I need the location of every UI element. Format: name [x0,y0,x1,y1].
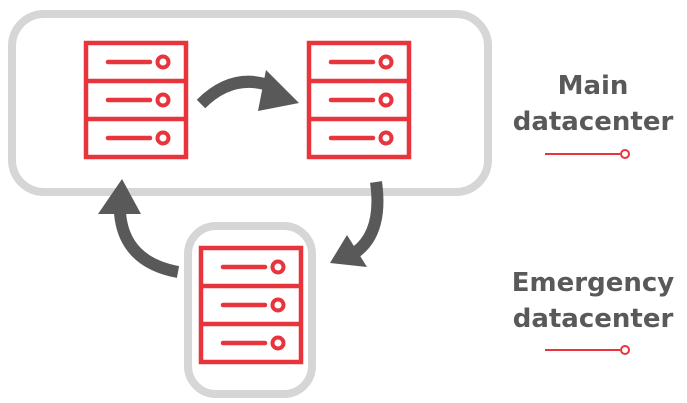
legend-main-line1: Main [557,71,629,101]
legend-main-line2: datacenter [512,107,674,137]
server-rack-icon-emergency [201,248,301,362]
main-datacenter-container [8,10,492,196]
legend-main-datacenter: Main datacenter [493,68,687,140]
connector-line-icon-main [545,149,630,159]
legend-emergency-datacenter: Emergency datacenter [493,265,687,337]
connector-line-icon-emergency [545,345,630,355]
legend-emergency-line1: Emergency [511,268,675,298]
curved-arrow-icon-top [196,70,299,111]
server-rack-icon-main-left [86,43,186,157]
legend-emergency-line2: datacenter [512,304,674,334]
server-rack-icon-main-right [309,43,409,157]
curved-arrow-icon-right [330,181,384,267]
curved-arrow-icon-left [98,179,180,278]
